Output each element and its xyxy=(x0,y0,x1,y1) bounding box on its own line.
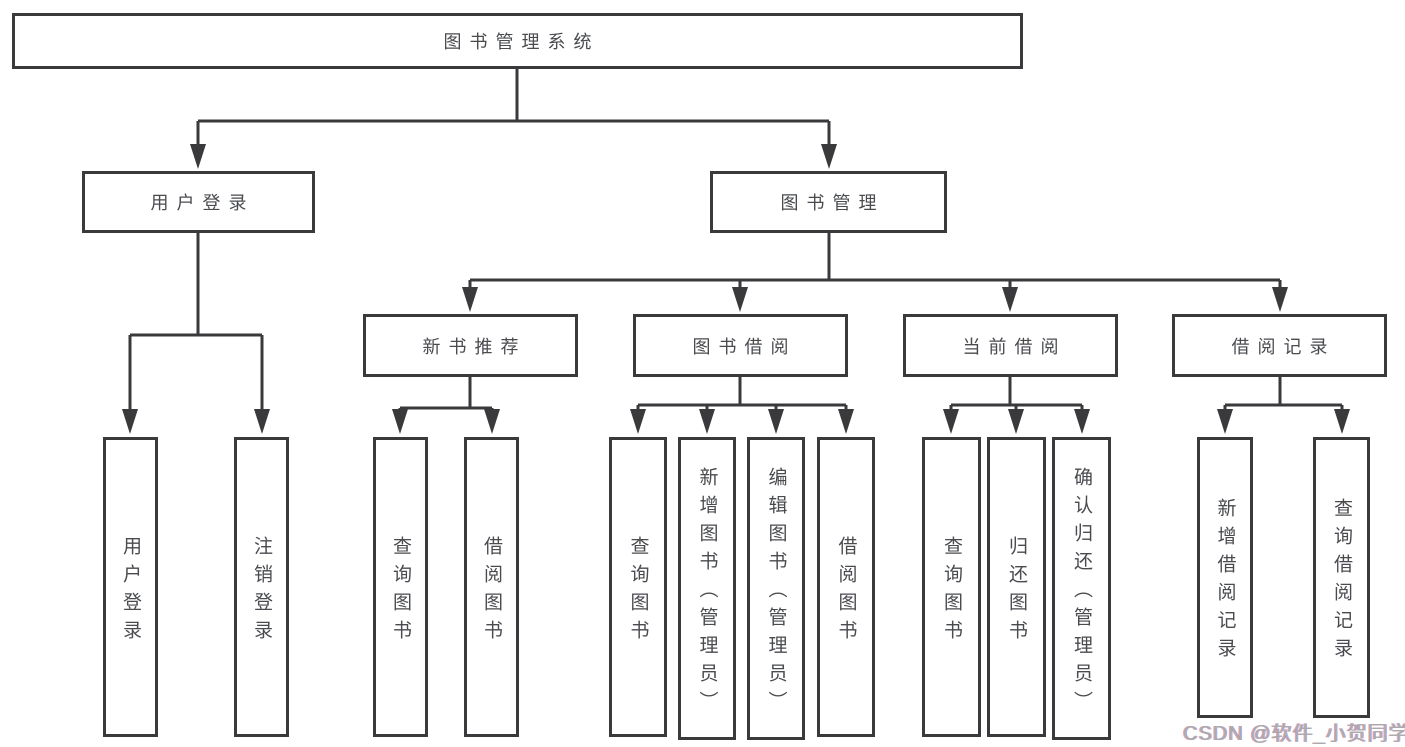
leaf-current-confirm-admin: 确认归还（管理员） xyxy=(1052,437,1111,740)
connector-bookmgmt-to-level3 xyxy=(468,233,1282,293)
arrowhead xyxy=(1272,287,1288,312)
leaf-user-login: 用户登录 xyxy=(103,437,158,737)
arrowhead xyxy=(630,409,646,434)
leaf-borrowing-query-label: 查询图书 xyxy=(627,535,649,648)
arrowhead xyxy=(190,144,206,169)
arrowhead xyxy=(1002,287,1018,312)
leaf-user-login-label: 用户登录 xyxy=(120,535,141,648)
leaf-logout-label: 注销登录 xyxy=(251,535,272,648)
arrowhead xyxy=(1008,409,1024,434)
connector-userlogin-to-leaves xyxy=(128,233,264,416)
arrowhead xyxy=(392,409,408,434)
arrowhead xyxy=(943,409,959,434)
leaf-current-query-label: 查询图书 xyxy=(941,535,962,648)
connector-newbooks-to-leaves xyxy=(398,377,494,416)
connector-records-to-leaves xyxy=(1223,377,1344,416)
node-book-borrowing: 图书借阅 xyxy=(633,314,848,377)
leaf-current-return-label: 归还图书 xyxy=(1006,535,1027,648)
leaf-records-add-label: 新增借阅记录 xyxy=(1214,498,1236,666)
leaf-newbooks-query: 查询图书 xyxy=(373,437,428,737)
node-book-management-label: 图书管理 xyxy=(780,193,885,213)
node-borrow-records-label: 借阅记录 xyxy=(1231,336,1336,357)
leaf-borrowing-query: 查询图书 xyxy=(609,437,667,737)
arrowhead xyxy=(768,409,784,434)
arrowhead xyxy=(838,409,854,434)
leaf-records-query: 查询借阅记录 xyxy=(1313,437,1370,718)
leaf-borrowing-edit-admin-label: 编辑图书（管理员） xyxy=(765,467,787,719)
connector-current-to-leaves xyxy=(949,377,1084,416)
leaf-current-query: 查询图书 xyxy=(922,437,981,737)
node-root-label: 图书管理系统 xyxy=(443,32,600,52)
leaf-borrowing-edit-admin: 编辑图书（管理员） xyxy=(747,437,805,740)
arrowhead xyxy=(1074,409,1090,434)
node-new-book-recommend-label: 新书推荐 xyxy=(422,336,527,357)
node-root: 图书管理系统 xyxy=(12,13,1023,69)
connector-borrowing-to-leaves xyxy=(636,377,848,416)
leaf-borrowing-borrow-label: 借阅图书 xyxy=(835,535,857,648)
node-book-borrowing-label: 图书借阅 xyxy=(692,336,797,357)
connector-root-to-level2 xyxy=(196,69,831,150)
node-borrow-records: 借阅记录 xyxy=(1172,314,1387,377)
arrowhead xyxy=(699,409,715,434)
arrowhead xyxy=(462,287,478,312)
arrowhead xyxy=(1217,409,1233,434)
leaf-borrowing-add-admin-label: 新增图书（管理员） xyxy=(696,467,718,719)
leaf-newbooks-borrow-label: 借阅图书 xyxy=(481,535,502,648)
node-new-book-recommend: 新书推荐 xyxy=(363,314,578,377)
arrowhead xyxy=(254,409,270,434)
arrowhead xyxy=(122,409,138,434)
arrowhead xyxy=(484,409,500,434)
leaf-records-add: 新增借阅记录 xyxy=(1197,437,1253,718)
leaf-newbooks-borrow: 借阅图书 xyxy=(464,437,519,737)
node-current-borrowing-label: 当前借阅 xyxy=(962,336,1067,357)
node-book-management: 图书管理 xyxy=(710,171,947,233)
node-user-login-branch-label: 用户登录 xyxy=(150,193,255,213)
arrowhead xyxy=(821,144,837,169)
leaf-current-return: 归还图书 xyxy=(987,437,1046,737)
csdn-watermark: CSDN @软件_小贺同学 xyxy=(1183,723,1405,745)
leaf-logout: 注销登录 xyxy=(234,437,289,737)
arrowhead xyxy=(1334,409,1350,434)
leaf-borrowing-add-admin: 新增图书（管理员） xyxy=(678,437,736,740)
leaf-borrowing-borrow: 借阅图书 xyxy=(817,437,875,737)
leaf-newbooks-query-label: 查询图书 xyxy=(390,535,411,648)
leaf-current-confirm-admin-label: 确认归还（管理员） xyxy=(1071,467,1092,719)
node-user-login-branch: 用户登录 xyxy=(82,171,315,233)
node-current-borrowing: 当前借阅 xyxy=(903,314,1118,377)
arrowhead xyxy=(732,287,748,312)
leaf-records-query-label: 查询借阅记录 xyxy=(1331,498,1352,666)
